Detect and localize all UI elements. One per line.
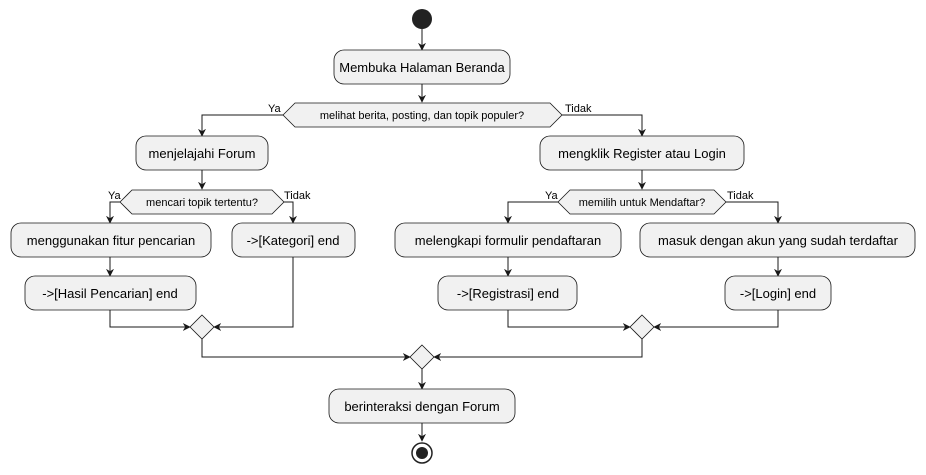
merge-diamond-right bbox=[629, 314, 655, 340]
action-masuk-akun-label: masuk dengan akun yang sudah terdaftar bbox=[658, 233, 899, 248]
merge-diamond-center bbox=[409, 344, 435, 370]
merge-diamond-left bbox=[189, 314, 215, 340]
branch-label-tidak-mencari: Tidak bbox=[284, 190, 311, 202]
decision-melihat-berita: melihat berita, posting, dan topik popul… bbox=[282, 102, 563, 128]
branch-label-tidak-melihat: Tidak bbox=[565, 103, 592, 115]
action-formulir-pendaftaran: melengkapi formulir pendaftaran bbox=[394, 222, 622, 258]
action-formulir-pendaftaran-label: melengkapi formulir pendaftaran bbox=[415, 233, 601, 248]
action-kategori-end: ->[Kategori] end bbox=[231, 222, 356, 258]
action-register-login: mengklik Register atau Login bbox=[539, 135, 745, 171]
action-kategori-end-label: ->[Kategori] end bbox=[247, 233, 340, 248]
action-login-end: ->[Login] end bbox=[724, 275, 832, 311]
branch-label-ya-mencari: Ya bbox=[108, 190, 122, 202]
action-membuka-beranda-label: Membuka Halaman Beranda bbox=[339, 60, 505, 75]
action-fitur-pencarian: menggunakan fitur pencarian bbox=[10, 222, 212, 258]
decision-mencari-topik-label: mencari topik tertentu? bbox=[146, 197, 258, 209]
branch-label-ya-melihat: Ya bbox=[268, 103, 282, 115]
branch-label-tidak-memilih: Tidak bbox=[727, 190, 754, 202]
action-fitur-pencarian-label: menggunakan fitur pencarian bbox=[27, 233, 195, 248]
action-menjelajahi-forum-label: menjelajahi Forum bbox=[149, 146, 256, 161]
action-registrasi-end: ->[Registrasi] end bbox=[437, 275, 578, 311]
action-menjelajahi-forum: menjelajahi Forum bbox=[135, 135, 269, 171]
branch-label-ya-memilih: Ya bbox=[545, 190, 559, 202]
action-registrasi-end-label: ->[Registrasi] end bbox=[457, 286, 559, 301]
start-node bbox=[412, 9, 432, 29]
edges bbox=[106, 29, 782, 442]
end-node bbox=[411, 442, 433, 464]
action-register-login-label: mengklik Register atau Login bbox=[558, 146, 726, 161]
action-berinteraksi-forum: berinteraksi dengan Forum bbox=[328, 388, 516, 424]
decision-mencari-topik: mencari topik tertentu? bbox=[119, 189, 285, 215]
action-hasil-pencarian-end-label: ->[Hasil Pencarian] end bbox=[42, 286, 178, 301]
decision-melihat-berita-label: melihat berita, posting, dan topik popul… bbox=[320, 110, 524, 122]
action-membuka-beranda: Membuka Halaman Beranda bbox=[333, 49, 511, 85]
action-hasil-pencarian-end: ->[Hasil Pencarian] end bbox=[24, 275, 197, 311]
action-masuk-akun: masuk dengan akun yang sudah terdaftar bbox=[639, 222, 916, 258]
action-login-end-label: ->[Login] end bbox=[740, 286, 816, 301]
decision-memilih-mendaftar-label: memilih untuk Mendaftar? bbox=[579, 197, 706, 209]
decision-memilih-mendaftar: memilih untuk Mendaftar? bbox=[557, 189, 727, 215]
action-berinteraksi-forum-label: berinteraksi dengan Forum bbox=[344, 399, 499, 414]
